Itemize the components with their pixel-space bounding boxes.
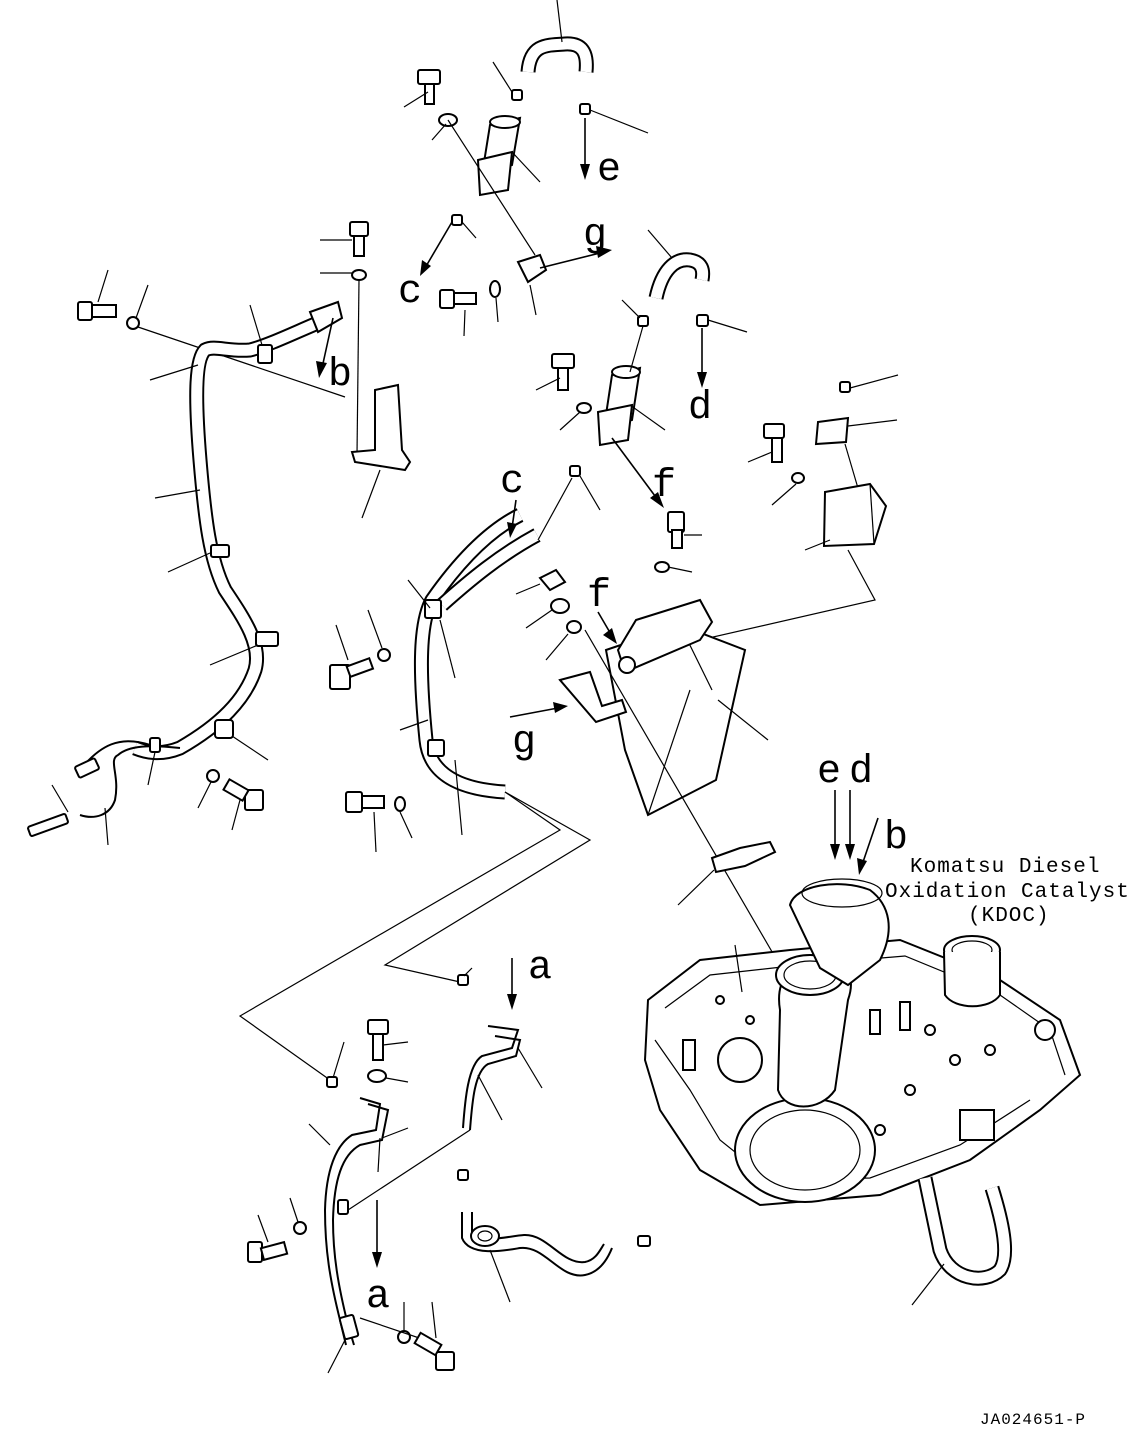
letter-e-top: e: [597, 148, 621, 193]
letter-e-kdoc: e: [817, 750, 841, 795]
letter-c-mid: c: [500, 460, 524, 505]
top-hose-assembly: e c g: [398, 0, 711, 337]
drawing-code: JA024651-P: [980, 1411, 1086, 1429]
letter-g-mid: g: [512, 720, 536, 765]
letter-d-kdoc: d: [849, 750, 873, 795]
left-hose-assembly: b: [27, 221, 412, 846]
letter-a-top: a: [528, 946, 552, 991]
letter-b-kdoc: b: [884, 816, 908, 861]
sensor-bracket-assembly: f g: [509, 374, 899, 1001]
letter-a-bottom: a: [366, 1275, 390, 1320]
kdoc-caption: Komatsu Diesel Oxidation Catalyst (KDOC): [885, 856, 1130, 928]
bottom-tube-assembly: a a: [247, 946, 651, 1374]
center-hose-assembly: d f c: [238, 299, 748, 1081]
caption-line-2: Oxidation Catalyst: [885, 881, 1130, 904]
letter-d-mid: d: [688, 386, 712, 431]
caption-line-3: (KDOC): [968, 905, 1050, 928]
letter-f-mid1: f: [652, 464, 676, 509]
letter-b-left: b: [328, 353, 352, 398]
caption-line-1: Komatsu Diesel: [910, 856, 1100, 879]
letter-c-top: c: [398, 270, 422, 315]
kdoc-catalyst-body: e d b: [643, 750, 1082, 1306]
letter-f-mid2: f: [587, 574, 611, 619]
letter-g-top: g: [583, 213, 607, 258]
